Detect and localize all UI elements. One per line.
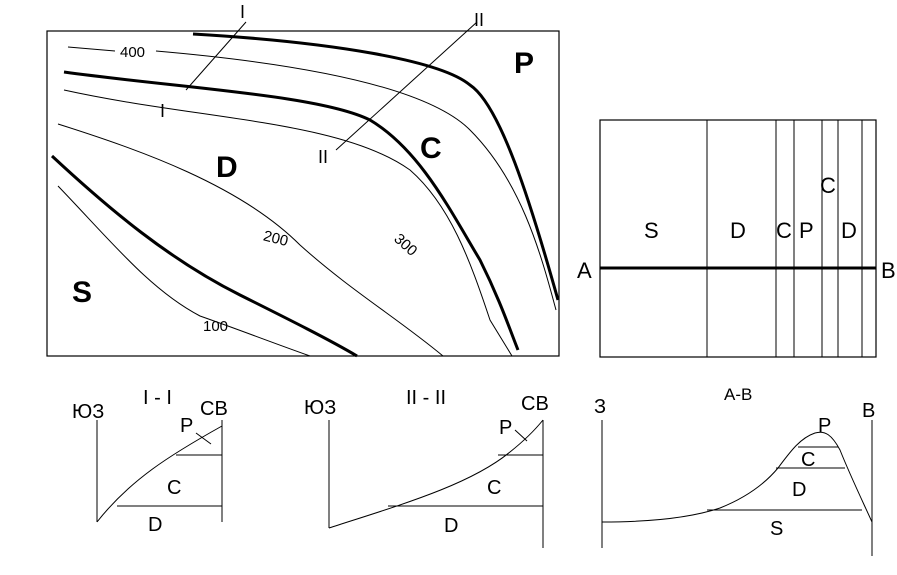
section-right-dir: В (862, 400, 875, 422)
geologic-map: I I II II 400 300 200 100 P C D S (46, 2, 560, 358)
section-mark-i-top: I (240, 2, 245, 22)
surface-profile (601, 431, 873, 523)
section-line-ii (335, 21, 478, 151)
section-line-i (185, 21, 247, 91)
layer-label-p: P (818, 415, 831, 437)
boundary-c-d (63, 70, 520, 351)
contour-200 (57, 123, 444, 357)
boundary-d-s (50, 154, 358, 358)
strip-label-d-east: D (841, 218, 857, 243)
contour-label-400: 400 (120, 44, 145, 61)
section-right-dir: СВ (521, 393, 549, 415)
strip-label-p: P (799, 218, 814, 243)
section-left-dir: З (594, 396, 606, 418)
section-mark-ii-top: II (474, 10, 484, 30)
layer-label-p: P (180, 415, 193, 437)
section-title: II - II (406, 387, 446, 409)
map-label-d: D (216, 151, 238, 184)
strip-label-c: C (776, 218, 792, 243)
section-left-dir: ЮЗ (72, 401, 104, 423)
strip-frame (599, 119, 877, 358)
contour-label-200: 200 (262, 228, 290, 251)
strip-label-c-east: C (820, 173, 836, 198)
layer-pointer (514, 429, 528, 442)
section-title: I - I (143, 387, 172, 409)
cross-section-i: I - I ЮЗ СВ P C D (72, 387, 228, 536)
contour-100 (57, 185, 311, 357)
layer-label-c: C (167, 477, 181, 499)
surface-profile (328, 419, 544, 529)
strip-map: S D C P D C A B (577, 119, 896, 358)
section-title: A-B (724, 385, 752, 404)
contour-300 (63, 89, 513, 357)
endpoint-a: A (577, 258, 592, 283)
surface-profile (96, 425, 223, 523)
boundary-p-c (192, 32, 560, 301)
layer-label-d: D (792, 479, 806, 501)
layer-label-d: D (444, 515, 458, 537)
cross-section-ii: II - II ЮЗ СВ P C D (304, 387, 549, 548)
map-label-c: C (420, 132, 442, 165)
layer-label-s: S (770, 518, 783, 540)
layer-label-c: C (487, 477, 501, 499)
layer-label-p: P (499, 417, 512, 439)
strip-label-s: S (644, 218, 659, 243)
contour-label-300: 300 (390, 230, 420, 259)
section-left-dir: ЮЗ (304, 397, 336, 419)
section-mark-i-bottom: I (160, 101, 165, 121)
contour-400 (67, 46, 557, 311)
section-right-dir: СВ (200, 398, 228, 420)
map-label-p: P (514, 47, 534, 80)
layer-label-c: C (801, 449, 815, 471)
layer-label-d: D (148, 514, 162, 536)
map-label-s: S (72, 276, 92, 309)
endpoint-b: B (881, 258, 896, 283)
map-frame (46, 30, 560, 357)
contour-label-100: 100 (203, 318, 228, 335)
layer-pointer (195, 432, 212, 445)
strip-label-d: D (730, 218, 746, 243)
section-mark-ii-bottom: II (318, 147, 328, 167)
cross-section-a-b: A-B З В P C D S (594, 385, 875, 556)
